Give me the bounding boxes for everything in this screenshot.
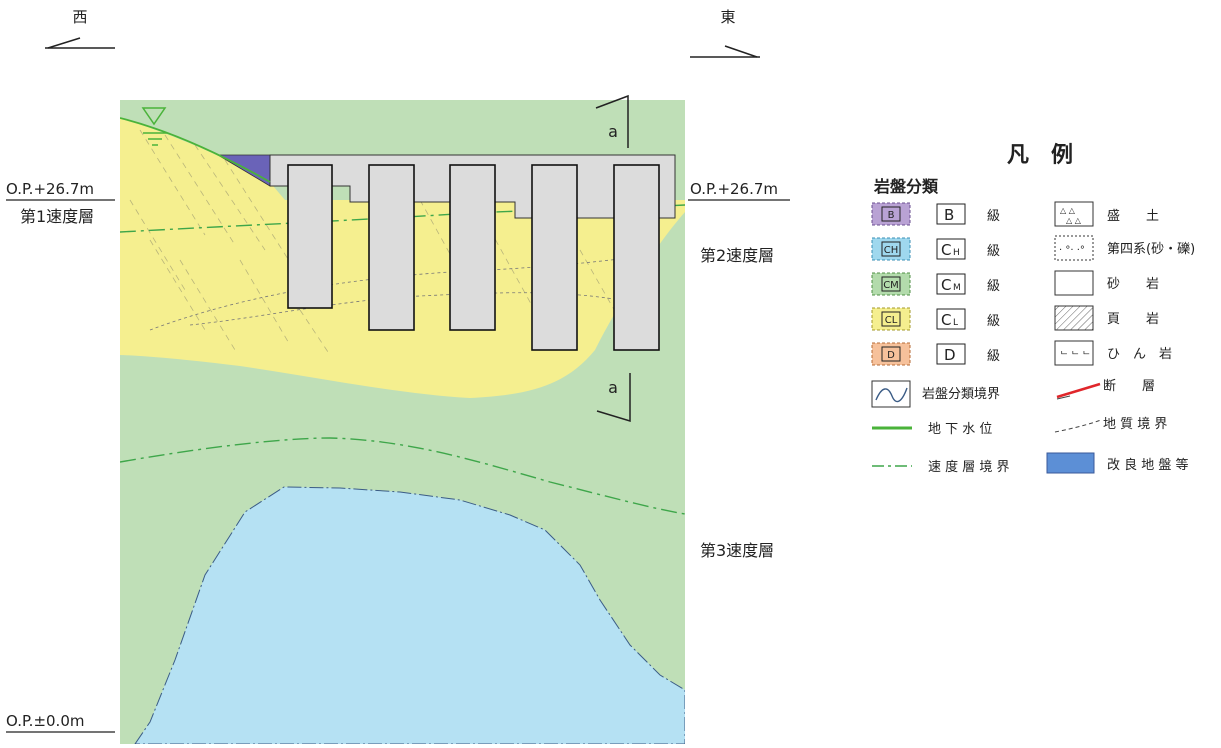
ch-class-zone [134,486,685,744]
rock-class-swatch-code: CL [885,315,898,326]
east-label: 東 [720,8,735,26]
geo-boundary-icon [1054,419,1102,433]
sandstone-label: 砂 岩 [1107,277,1159,292]
legend-title: 凡 例 [1007,143,1073,168]
fill-soil-label: 盛 土 [1107,209,1159,224]
rock-class-subscript: H [953,248,960,258]
elevation-bottom: O.P.±0.0m [6,712,84,730]
rock-class-swatch-code: B [888,210,895,221]
velocity-boundary-label: 速 度 層 境 界 [928,459,1010,475]
rock-class-code: D [944,346,956,364]
rock-class-code-box [936,238,966,260]
velocity-layer-1-label: 第1速度層 [20,207,94,226]
improved-ground-label: 改 良 地 盤 等 [1107,457,1189,473]
east-arrow-icon [690,45,760,58]
west-label: 西 [72,8,87,26]
rock-class-swatch-box [881,206,901,222]
pile-2 [368,164,415,331]
bedding-line-upper [149,254,651,331]
rock-class-grade: 級 [987,244,1000,259]
rock-class-heading: 岩盤分類 [873,177,939,196]
rock-class-grade: 級 [987,349,1000,364]
rock-class-code: C [941,241,951,259]
rock-class-swatch-box [881,346,901,362]
section-mark-top [595,94,629,148]
cross-section-body [120,100,685,744]
sandstone-swatch [1054,270,1094,296]
pile-5 [613,164,660,351]
rock-class-code: C [941,311,951,329]
rock-class-code-box [936,203,966,225]
pile-1 [287,164,333,309]
structure-piles [287,164,660,351]
rock-class-swatch-code: CM [883,280,899,291]
rock-class-swatch-box [881,276,901,292]
rock-class-subscript: M [953,283,961,293]
triangle-icon: △ △ [1060,206,1076,215]
elevation-top-right: O.P.+26.7m [690,180,778,198]
triangle-icon: △ △ [1066,216,1082,225]
velocity-layer-3-label: 第3速度層 [700,541,774,560]
rock-class-grade: 級 [987,279,1000,294]
quaternary-swatch [1054,235,1094,261]
west-arrow-icon [45,37,115,49]
velocity-layer-2-label: 第2速度層 [700,246,774,265]
rock-class-swatch-code: CH [884,245,899,256]
rock-class-code-box [936,273,966,295]
fault-label: 断 層 [1103,379,1155,394]
pile-4 [531,164,578,351]
rock-class-swatch-box [881,311,901,327]
rock-boundary-label: 岩盤分類境界 [922,387,1000,402]
groundwater-label: 地 下 水 位 [928,422,992,437]
rock-class-code: B [944,206,954,224]
porphyrite-label: ひ ん 岩 [1107,347,1172,362]
rock-class-code-box [936,308,966,330]
rock-class-code-box [936,343,966,365]
shale-label: 頁 岩 [1107,312,1159,327]
fault-icon [1056,382,1101,400]
rock-class-swatch-box [881,241,901,257]
rock-class-grade: 級 [987,209,1000,224]
groundwater-line [120,117,271,183]
quaternary-label: 第四系(砂・礫) [1107,241,1195,257]
rock-class-swatch-code: D [887,350,895,361]
lithology-legend: △ △ △ △ 盛 土 · °· ·° 第四系(砂・礫) 砂 岩 頁 岩 ᄂ ᄂ… [1054,201,1195,366]
wave-icon [875,387,908,403]
section-mark-bottom-label: a [608,378,618,397]
groundwater-level-icon [141,107,167,146]
velocity-boundary-2-3 [120,437,685,515]
dots-icon: · °· ·° [1059,245,1085,256]
rock-class-grade: 級 [987,314,1000,329]
geo-boundary-label: 地 質 境 界 [1103,417,1167,432]
fill-soil-swatch [1054,201,1094,227]
improved-ground-swatch [1046,452,1095,474]
rock-class-subscript: L [953,318,958,328]
pile-3 [449,164,496,331]
elevation-top-left: O.P.+26.7m [6,180,94,198]
shale-swatch [1054,305,1094,331]
l-mark-icon: ᄂ ᄂ ᄂ [1060,350,1091,361]
section-mark-top-label: a [608,122,618,141]
rock-class-code: C [941,276,951,294]
porphyrite-swatch [1054,340,1094,366]
section-mark-bottom [596,373,631,423]
